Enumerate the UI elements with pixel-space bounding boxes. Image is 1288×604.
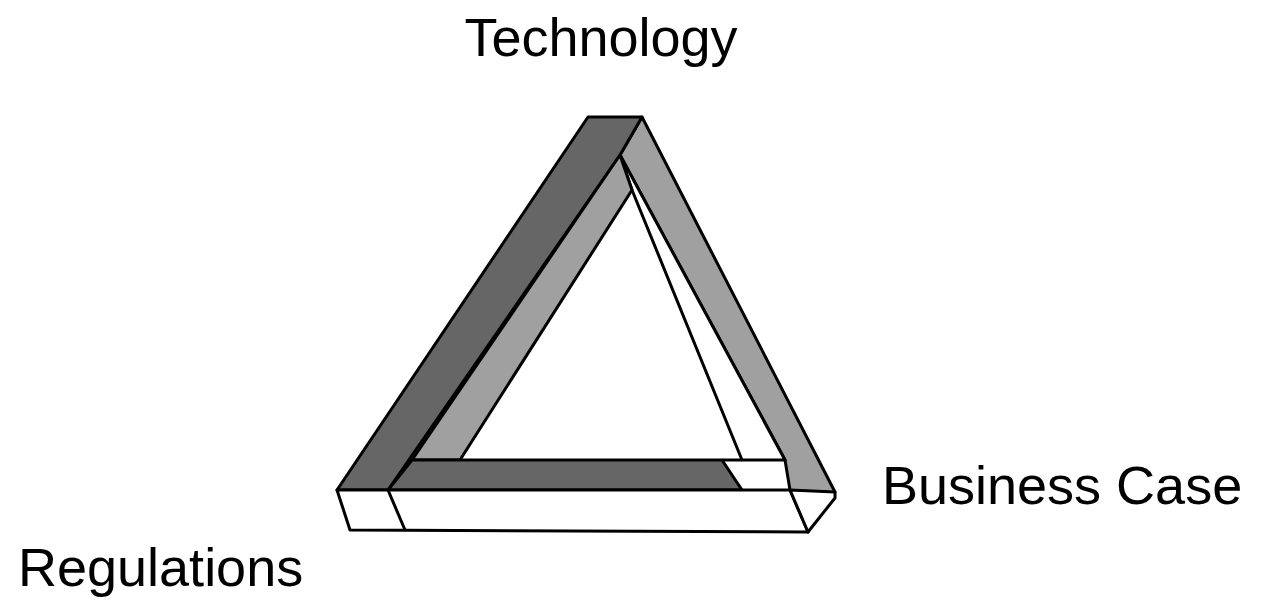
corner-label: Technology (464, 8, 737, 67)
corner-label: Regulations (18, 538, 303, 597)
corner-label: Business Case (882, 456, 1242, 515)
